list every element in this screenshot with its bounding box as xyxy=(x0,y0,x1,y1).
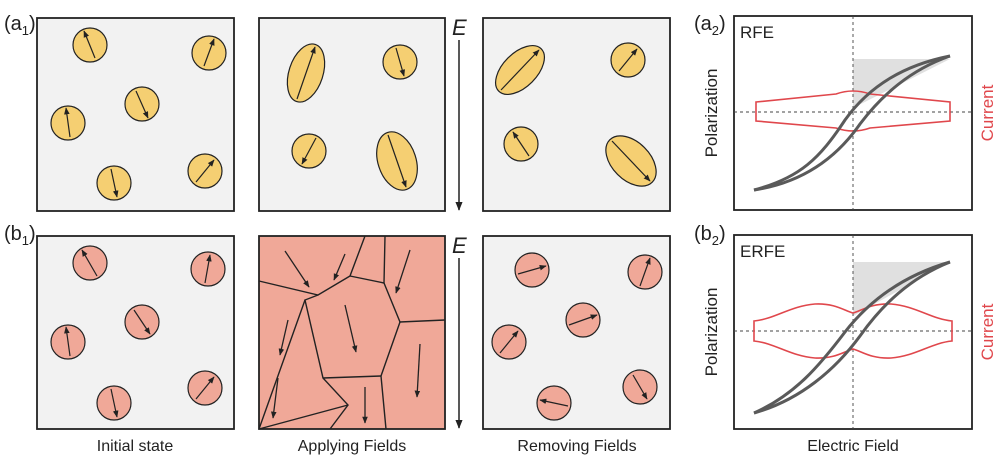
caption-initial-state: Initial state xyxy=(97,438,174,455)
current-curve xyxy=(755,90,951,132)
panel-label-a1: (a1) xyxy=(4,13,36,38)
plot-erfe: ERFE xyxy=(733,234,973,430)
y2label-current-b: Current xyxy=(978,303,997,360)
ylabel-polarization-a: Polarization xyxy=(702,69,721,158)
field-symbol-b: E xyxy=(452,233,467,258)
grain-group-a-initial xyxy=(50,27,227,201)
ylabel-polarization-b: Polarization xyxy=(702,288,721,377)
grain-group-b-initial xyxy=(50,245,226,421)
panel-label-b1: (b1) xyxy=(4,223,36,248)
plot-rfe: RFE xyxy=(733,15,973,211)
polarization-loop-lower xyxy=(753,54,951,192)
grain-group-b-removing xyxy=(491,252,663,421)
plot-title-rfe: RFE xyxy=(740,23,774,42)
polarization-loop-upper xyxy=(753,54,951,192)
domain-panel-b-applying xyxy=(258,235,446,430)
grain-group-a-applying xyxy=(286,43,418,191)
domain-walls xyxy=(258,235,446,430)
caption-applying-fields: Applying Fields xyxy=(298,438,407,455)
panel-label-b2: (b2) xyxy=(694,223,726,248)
field-symbol-a: E xyxy=(452,15,467,40)
box-a-applying xyxy=(258,17,446,212)
polarization-loop-lower xyxy=(753,260,951,415)
panel-label-a2: (a2) xyxy=(694,13,726,38)
y2label-current-a: Current xyxy=(978,84,997,141)
polarization-loop-upper xyxy=(753,260,951,415)
domain-arrows xyxy=(271,249,421,424)
caption-electric-field: Electric Field xyxy=(807,438,899,455)
plot-title-erfe: ERFE xyxy=(740,242,785,261)
grain-group-a-removing xyxy=(495,42,657,187)
caption-removing-fields: Removing Fields xyxy=(517,438,636,455)
